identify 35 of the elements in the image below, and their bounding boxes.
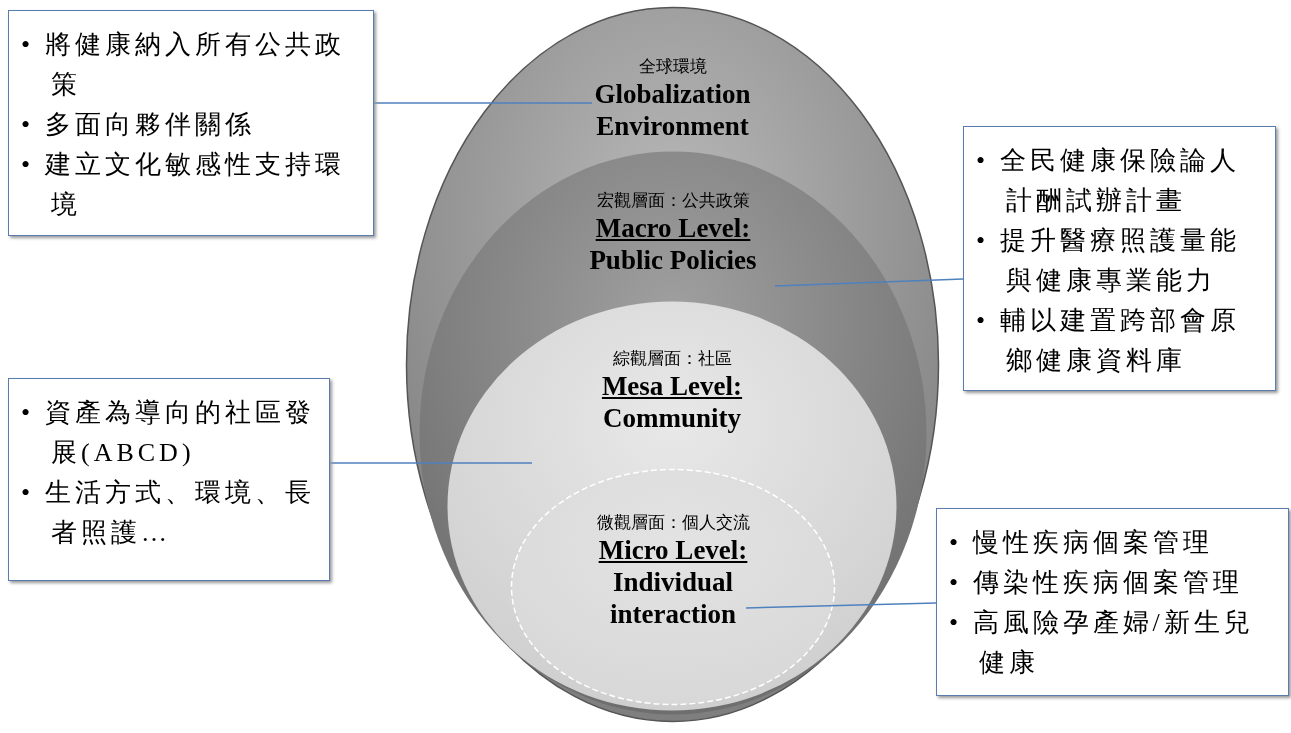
level-label: 宏觀層面：公共政策	[596, 190, 750, 212]
bullet-item: • 高風險孕產婦/新生兒健康	[949, 607, 1255, 679]
bullet-item: • 提升醫療照護量能與健康專業能力	[976, 225, 1241, 297]
bullet-item: • 資產為導向的社區發展(ABCD)	[21, 397, 316, 469]
level-title: Community	[603, 402, 741, 434]
bullet-item: • 建立文化敏感性支持環境	[21, 149, 346, 221]
level-title: Mesa Level:	[601, 370, 743, 402]
bullet-item: • 生活方式、環境、長者照護…	[21, 477, 316, 549]
level-label: 全球環境	[638, 56, 707, 78]
level-title: Public Policies	[589, 244, 757, 276]
level-ellipse	[510, 468, 836, 706]
bullet-item: • 全民健康保險論人計酬試辦計畫	[976, 145, 1241, 217]
leader-line	[329, 462, 533, 464]
bullet-item: • 多面向夥伴關係	[21, 109, 256, 141]
level-ellipse	[446, 300, 898, 712]
bullet-item: • 慢性疾病個案管理	[949, 527, 1214, 559]
level-ellipse	[418, 150, 928, 716]
level-title: Micro Level:	[598, 534, 748, 566]
level-title: Individual interaction	[609, 566, 737, 630]
callout-box	[8, 378, 330, 581]
level-title: Environment	[596, 110, 749, 142]
bullet-item: • 輔以建置跨部會原鄉健康資料庫	[976, 305, 1241, 377]
callout-box	[8, 10, 374, 236]
level-ellipse	[405, 6, 940, 723]
level-label: 微觀層面：個人交流	[596, 512, 750, 534]
leader-line	[745, 602, 937, 609]
level-title: Globalization	[594, 78, 751, 110]
leader-line	[774, 278, 964, 287]
callout-box	[936, 508, 1289, 696]
leader-line	[373, 102, 593, 104]
level-label: 綜觀層面：社區	[612, 348, 732, 370]
bullet-item: • 將健康納入所有公共政策	[21, 29, 346, 101]
bullet-item: • 傳染性疾病個案管理	[949, 567, 1244, 599]
callout-box	[963, 126, 1276, 391]
level-title: Macro Level:	[595, 212, 751, 244]
